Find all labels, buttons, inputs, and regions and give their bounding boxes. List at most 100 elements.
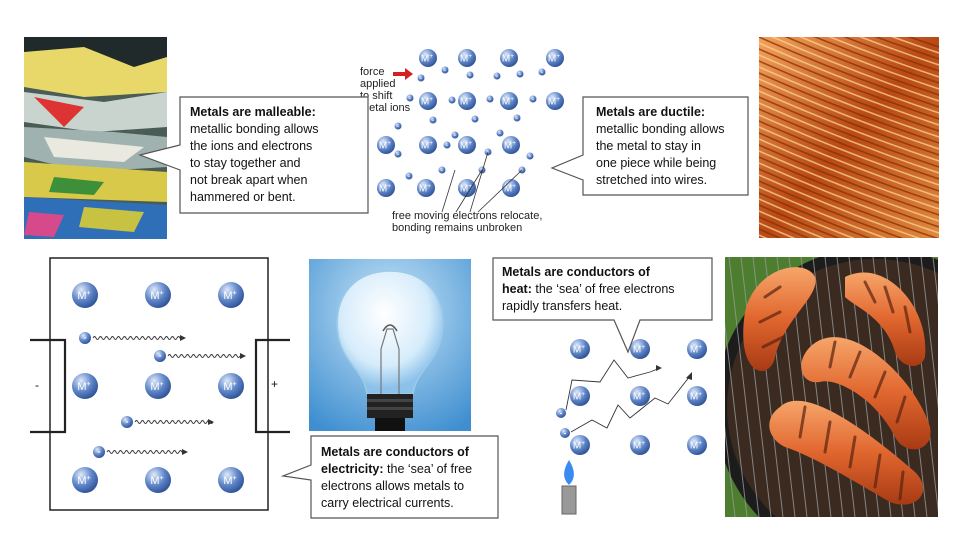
force-arrow bbox=[393, 68, 413, 80]
metal-ion: M+ bbox=[630, 339, 650, 359]
metal-ion: M+ bbox=[687, 339, 707, 359]
electron: - bbox=[466, 71, 474, 79]
metal-ion: M+ bbox=[72, 373, 98, 399]
electron: - bbox=[560, 428, 570, 438]
metal-ion: M+ bbox=[687, 386, 707, 406]
metal-ion: M+ bbox=[218, 373, 244, 399]
electron-path bbox=[92, 336, 184, 340]
electron: - bbox=[154, 350, 166, 362]
metal-ion: M+ bbox=[570, 435, 590, 455]
svg-text:M+: M+ bbox=[690, 440, 702, 452]
svg-text:M+: M+ bbox=[421, 96, 433, 108]
metal-ion: M+ bbox=[458, 179, 476, 197]
metal-ion: M+ bbox=[546, 49, 564, 67]
metal-ion: M+ bbox=[145, 282, 171, 308]
svg-text:-: - bbox=[84, 333, 87, 343]
svg-text:-: - bbox=[432, 118, 434, 124]
force-label: force applied to shift metal ions bbox=[360, 66, 411, 114]
electricity-title-line2: electricity: bbox=[321, 462, 384, 476]
svg-text:M+: M+ bbox=[421, 53, 433, 65]
svg-text:-: - bbox=[564, 428, 567, 437]
metal-ion: M+ bbox=[500, 92, 518, 110]
heat-title-line2: heat: bbox=[502, 282, 532, 296]
electron: - bbox=[417, 74, 425, 82]
malleable-title: Metals are malleable: bbox=[190, 105, 316, 119]
electron: - bbox=[451, 131, 459, 139]
metal-ion: M+ bbox=[458, 49, 476, 67]
electron-path bbox=[167, 354, 241, 358]
electron: - bbox=[529, 95, 537, 103]
electron: - bbox=[394, 122, 402, 130]
ductile-title: Metals are ductile: bbox=[596, 105, 706, 119]
svg-text:M+: M+ bbox=[502, 96, 514, 108]
svg-text:-: - bbox=[529, 154, 531, 160]
heat-electron-path bbox=[570, 375, 691, 433]
positive-electrode bbox=[254, 338, 290, 434]
svg-text:M+: M+ bbox=[460, 140, 472, 152]
metal-ion: M+ bbox=[458, 92, 476, 110]
svg-text:M+: M+ bbox=[548, 96, 560, 108]
heat-electron-path bbox=[565, 359, 661, 411]
electron: - bbox=[471, 115, 479, 123]
metal-ion: M+ bbox=[419, 92, 437, 110]
electron: - bbox=[538, 68, 546, 76]
heat-title-line1: Metals are conductors of bbox=[502, 265, 650, 279]
svg-text:M+: M+ bbox=[504, 183, 516, 195]
metal-block bbox=[49, 257, 269, 511]
positive-terminal-label: + bbox=[271, 377, 279, 391]
svg-text:-: - bbox=[397, 152, 399, 158]
electron: - bbox=[93, 446, 105, 458]
svg-text:-: - bbox=[521, 168, 523, 174]
metal-ion: M+ bbox=[570, 339, 590, 359]
svg-text:M+: M+ bbox=[633, 391, 645, 403]
lattice-caption: free moving electrons relocate, bonding … bbox=[392, 210, 543, 234]
metal-ion: M+ bbox=[377, 136, 395, 154]
svg-text:-: - bbox=[408, 174, 410, 180]
negative-electrode bbox=[30, 338, 67, 434]
malleable-callout: Metals are malleable: metallic bonding a… bbox=[190, 105, 319, 204]
crushed-cans-photo bbox=[24, 37, 167, 239]
metal-ion: M+ bbox=[630, 435, 650, 455]
svg-text:-: - bbox=[420, 76, 422, 82]
svg-text:-: - bbox=[409, 96, 411, 102]
electron: - bbox=[493, 72, 501, 80]
metal-ion: M+ bbox=[72, 467, 98, 493]
svg-text:-: - bbox=[441, 168, 443, 174]
light-bulb-photo bbox=[309, 259, 471, 431]
svg-text:M+: M+ bbox=[502, 53, 514, 65]
svg-text:M+: M+ bbox=[460, 183, 472, 195]
electron: - bbox=[496, 129, 504, 137]
metal-ion: M+ bbox=[458, 136, 476, 154]
copper-wire-strands bbox=[759, 37, 939, 238]
svg-text:M+: M+ bbox=[421, 140, 433, 152]
electricity-title-line1: Metals are conductors of bbox=[321, 445, 469, 459]
bunsen-burner bbox=[561, 485, 577, 515]
electron: - bbox=[486, 95, 494, 103]
svg-text:-: - bbox=[469, 73, 471, 79]
metal-ion: M+ bbox=[546, 92, 564, 110]
svg-text:M+: M+ bbox=[419, 183, 431, 195]
svg-text:-: - bbox=[397, 124, 399, 130]
svg-text:-: - bbox=[474, 117, 476, 123]
svg-text:M+: M+ bbox=[460, 53, 472, 65]
grilled-sausages-photo bbox=[725, 257, 938, 517]
electron-path bbox=[106, 450, 186, 454]
electron: - bbox=[513, 114, 521, 122]
electron: - bbox=[526, 152, 534, 160]
svg-text:-: - bbox=[454, 133, 456, 139]
svg-text:-: - bbox=[541, 70, 543, 76]
metal-ion: M+ bbox=[377, 179, 395, 197]
electron: - bbox=[441, 66, 449, 74]
metal-ion: M+ bbox=[218, 467, 244, 493]
svg-text:-: - bbox=[126, 417, 129, 427]
metal-ion: M+ bbox=[630, 386, 650, 406]
electron: - bbox=[516, 70, 524, 78]
electron: - bbox=[406, 94, 414, 102]
electron: - bbox=[121, 416, 133, 428]
electron: - bbox=[429, 116, 437, 124]
ductile-callout: Metals are ductile: metallic bonding all… bbox=[596, 105, 725, 187]
metal-ion: M+ bbox=[570, 386, 590, 406]
